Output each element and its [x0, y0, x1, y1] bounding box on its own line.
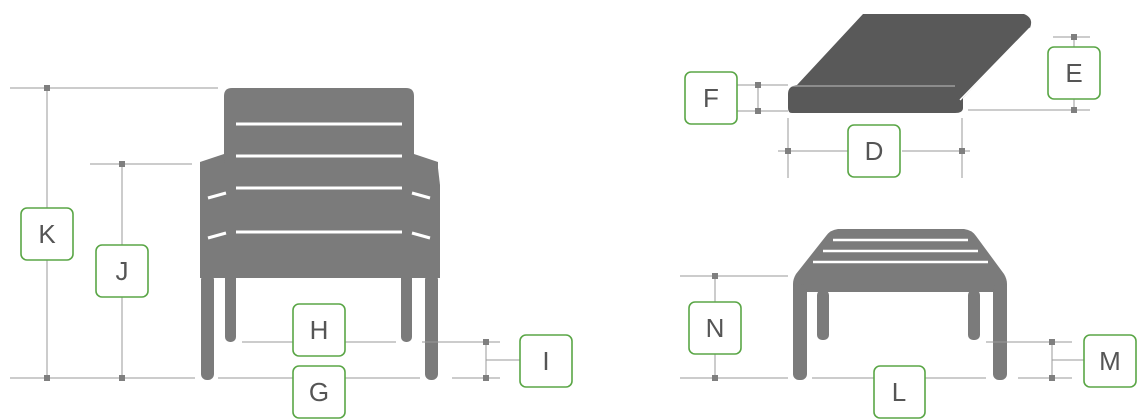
svg-text:L: L [892, 377, 906, 407]
dimension-label-D: D [847, 124, 901, 178]
dimension-label-M: M [1083, 334, 1137, 388]
lounge-chair [200, 88, 440, 380]
cushion [788, 14, 1032, 113]
dimension-label-I: I [519, 334, 573, 388]
cushion-dimension-lines [737, 34, 1090, 178]
ottoman-back-leg-left [817, 290, 829, 340]
ottoman [793, 229, 1007, 380]
chair-back-leg-left [225, 272, 236, 342]
dimension-label-E: E [1047, 46, 1101, 100]
chair-dimension-lines [10, 85, 520, 381]
dimension-label-N: N [688, 301, 742, 355]
svg-text:K: K [38, 219, 56, 249]
svg-text:G: G [309, 377, 329, 407]
ottoman-top [793, 229, 1007, 292]
ottoman-front-leg-left [793, 284, 807, 380]
dimension-label-G: G [292, 365, 346, 419]
svg-text:F: F [703, 83, 719, 113]
svg-text:M: M [1099, 346, 1121, 376]
dimension-label-K: K [20, 207, 74, 261]
svg-text:I: I [542, 346, 549, 376]
dimension-label-H: H [292, 303, 346, 357]
dimension-label-L: L [873, 365, 926, 419]
dimension-label-F: F [684, 71, 738, 125]
svg-text:E: E [1065, 58, 1082, 88]
svg-text:H: H [310, 315, 329, 345]
ottoman-back-leg-right [968, 290, 980, 340]
chair-front-leg-left [201, 274, 214, 380]
dimension-label-J: J [95, 244, 149, 298]
chair-seat [200, 168, 440, 278]
cushion-body [788, 14, 1032, 113]
svg-text:J: J [116, 256, 129, 286]
chair-front-leg-right [425, 274, 438, 380]
svg-text:N: N [706, 313, 725, 343]
ottoman-front-leg-right [993, 284, 1007, 380]
svg-text:D: D [865, 136, 884, 166]
ottoman-slats [813, 238, 988, 264]
chair-slats [207, 122, 431, 240]
chair-back-leg-right [401, 272, 412, 342]
